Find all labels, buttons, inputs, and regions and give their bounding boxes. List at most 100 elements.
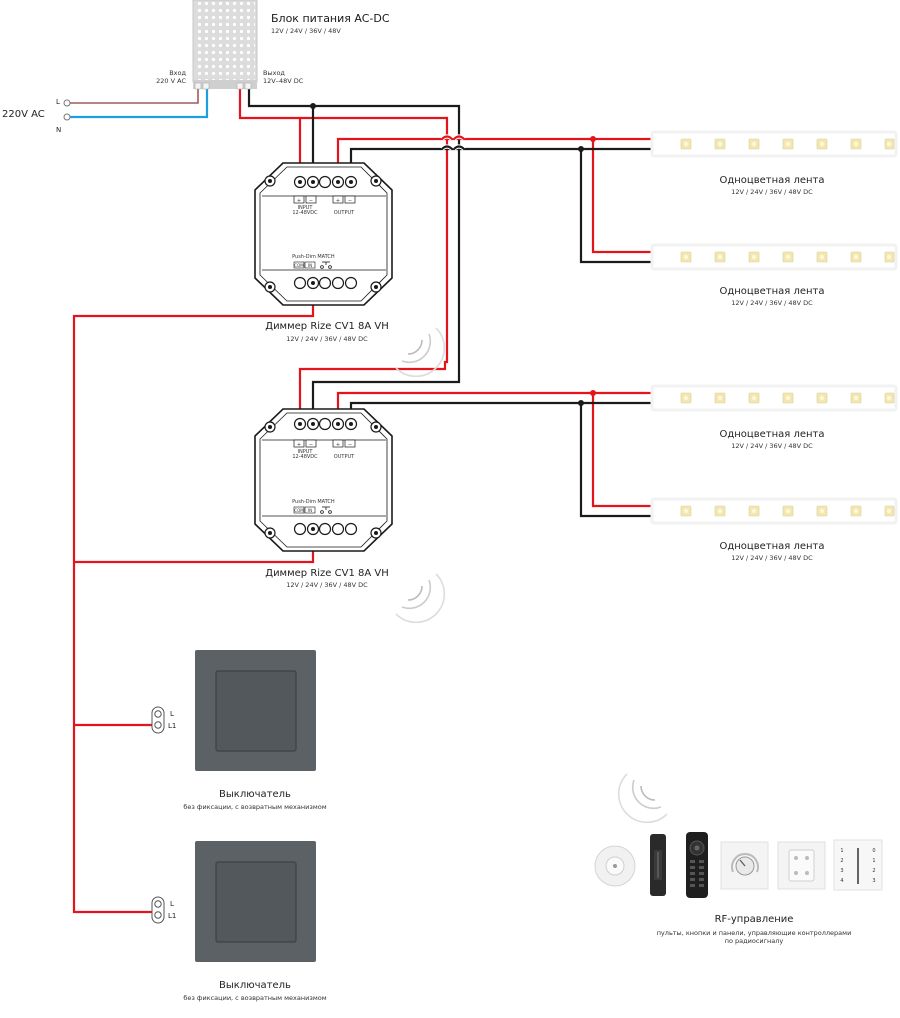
svg-text:−: − <box>348 198 352 204</box>
led-strip-2: Одноцветная лента 12V / 24V / 36V / 48V … <box>650 243 898 307</box>
rf-title: RF-управление <box>715 914 794 925</box>
switch-1-terminal-l1: L1 <box>168 722 176 730</box>
dimmer-1-match-label: MATCH <box>317 254 335 260</box>
panel-number-right-4: 3 <box>872 878 875 884</box>
dimmer-2-pushdim-label: Push-Dim <box>292 499 316 505</box>
mains-neutral-terminal <box>63 113 71 121</box>
dimmer-1-body <box>254 162 393 306</box>
svg-text:+: + <box>297 442 301 448</box>
svg-text:+: + <box>297 198 301 204</box>
mains-input: 220V AC L N <box>2 98 71 134</box>
switch-1-rocker <box>215 670 297 752</box>
dimmer-2-bottom-terminals <box>293 522 358 536</box>
led-strip-3: Одноцветная лента 12V / 24V / 36V / 48V … <box>650 384 898 450</box>
touch-panel-icon: 1 2 3 4 0 1 2 3 <box>833 839 883 891</box>
mains-label: 220V AC <box>2 109 45 120</box>
dimmer-1-input-label: INPUT <box>298 205 314 211</box>
strip-2-voltages: 12V / 24V / 36V / 48V DC <box>731 299 813 307</box>
dimmer-1-output-label: OUTPUT <box>334 210 355 216</box>
switch-1-terminal-l: L <box>170 710 174 718</box>
wire-strip4-positive <box>591 393 654 508</box>
dimmer-2-top-terminals <box>293 417 358 431</box>
strip-1-voltages: 12V / 24V / 36V / 48V DC <box>731 188 813 196</box>
switch-2-description: без фиксации, с возвратным механизмом <box>183 994 326 1002</box>
wire-dimmer2-output-negative <box>349 401 654 424</box>
dimmer-1: +− +− INPUT 12-48VDC OUTPUT Push-Dim MAT… <box>254 162 446 378</box>
dimmer-2-voltages: 12V / 24V / 36V / 48V DC <box>286 581 368 589</box>
rf-control: 1 2 3 4 0 1 2 3 RF-управление пульты, кн… <box>594 773 883 945</box>
switch-2: L L1 Выключатель без фиксации, с возврат… <box>151 841 327 1002</box>
dimmer-1-match-button <box>320 261 332 269</box>
psu-title: Блок питания AC-DC <box>271 12 390 25</box>
svg-text:−: − <box>348 442 352 448</box>
psu-input-value: 220 V AC <box>156 77 186 85</box>
strip-3-voltages: 12V / 24V / 36V / 48V DC <box>731 442 813 450</box>
wire-dimmer1-output-negative <box>349 147 654 182</box>
dimmer-1-voltages: 12V / 24V / 36V / 48V DC <box>286 335 368 343</box>
dimmer-1-top-terminals <box>293 175 358 189</box>
panel-number-left-2: 2 <box>840 858 843 864</box>
dimmer-2-com-label: COM <box>294 508 304 513</box>
rf-description-line2: по радиосигналу <box>725 937 784 945</box>
mains-neutral-label: N <box>56 126 61 134</box>
dimmer-2-match-label: MATCH <box>317 499 335 505</box>
dimmer-2-name: Диммер Rize CV1 8A VH <box>265 568 389 579</box>
dimmer-2-in-label: IN <box>308 508 312 513</box>
rf-signal-icon <box>617 773 668 824</box>
strip-2-name: Одноцветная лента <box>719 286 824 297</box>
power-supply: Блок питания AC-DC 12V / 24V / 36V / 48V… <box>156 0 390 90</box>
dimmer-2-input-label: INPUT <box>298 449 314 455</box>
wire-mains-l <box>70 88 199 104</box>
switch-2-terminal-l: L <box>170 900 174 908</box>
button-panel-icon <box>777 841 826 890</box>
svg-text:−: − <box>309 442 313 448</box>
psu-voltages: 12V / 24V / 36V / 48V <box>271 27 341 35</box>
dimmer-2-rf-signal-icon <box>395 573 446 624</box>
panel-number-right-2: 1 <box>872 858 875 864</box>
mains-line-terminal <box>63 99 71 107</box>
svg-text:−: − <box>309 198 313 204</box>
wire-psu-negative <box>247 88 461 424</box>
slim-remote-icon <box>650 834 666 896</box>
dimmer-1-com-label: COM <box>294 263 304 268</box>
mains-line-label: L <box>56 98 60 106</box>
psu-output-value: 12V–48V DC <box>263 77 304 85</box>
dimmer-1-bottom-terminals <box>293 276 358 290</box>
switch-2-terminal-l1: L1 <box>168 912 176 920</box>
switch-1-name: Выключатель <box>219 789 291 800</box>
panel-number-left-1: 1 <box>840 848 843 854</box>
multi-button-remote-icon <box>686 832 708 898</box>
wire-psu-positive <box>238 88 449 424</box>
panel-number-left-3: 3 <box>840 868 843 874</box>
dimmer-2: +− +− INPUT 12-48VDC OUTPUT Push-Dim MAT… <box>254 408 446 624</box>
psu-input-label: Вход <box>169 69 186 77</box>
switch-1: L L1 Выключатель без фиксации, с возврат… <box>151 650 327 811</box>
strip-4-name: Одноцветная лента <box>719 541 824 552</box>
dimmer-2-input-range: 12-48VDC <box>292 454 318 460</box>
wire-dimmer2-output-positive <box>336 391 654 424</box>
dimmer-2-match-button <box>320 506 332 514</box>
wire-pushdim-dimmer1 <box>72 283 315 914</box>
led-strip-4: Одноцветная лента 12V / 24V / 36V / 48V … <box>650 497 898 562</box>
strip-1-name: Одноцветная лента <box>719 175 824 186</box>
panel-number-right-3: 2 <box>872 868 875 874</box>
dimmer-1-name: Диммер Rize CV1 8A VH <box>265 321 389 332</box>
svg-text:+: + <box>336 198 340 204</box>
wire-strip4-negative <box>579 403 654 518</box>
round-remote-icon <box>594 845 636 887</box>
strip-3-name: Одноцветная лента <box>719 429 824 440</box>
switch-2-name: Выключатель <box>219 980 291 991</box>
switch-2-rocker <box>215 861 297 943</box>
switch-1-description: без фиксации, с возвратным механизмом <box>183 803 326 811</box>
strip-4-voltages: 12V / 24V / 36V / 48V DC <box>731 554 813 562</box>
dimmer-1-in-label: IN <box>308 263 312 268</box>
wire-dimmer1-output-positive <box>336 137 654 182</box>
panel-number-right-1: 0 <box>872 848 875 854</box>
panel-number-left-4: 4 <box>840 878 843 884</box>
psu-terminals <box>194 82 252 90</box>
rotary-panel-icon <box>720 841 769 890</box>
wire-mains-n <box>70 88 209 119</box>
led-strip-1: Одноцветная лента 12V / 24V / 36V / 48V … <box>650 130 898 196</box>
wire-strip2-positive <box>591 139 654 254</box>
dimmer-2-body <box>254 408 393 552</box>
